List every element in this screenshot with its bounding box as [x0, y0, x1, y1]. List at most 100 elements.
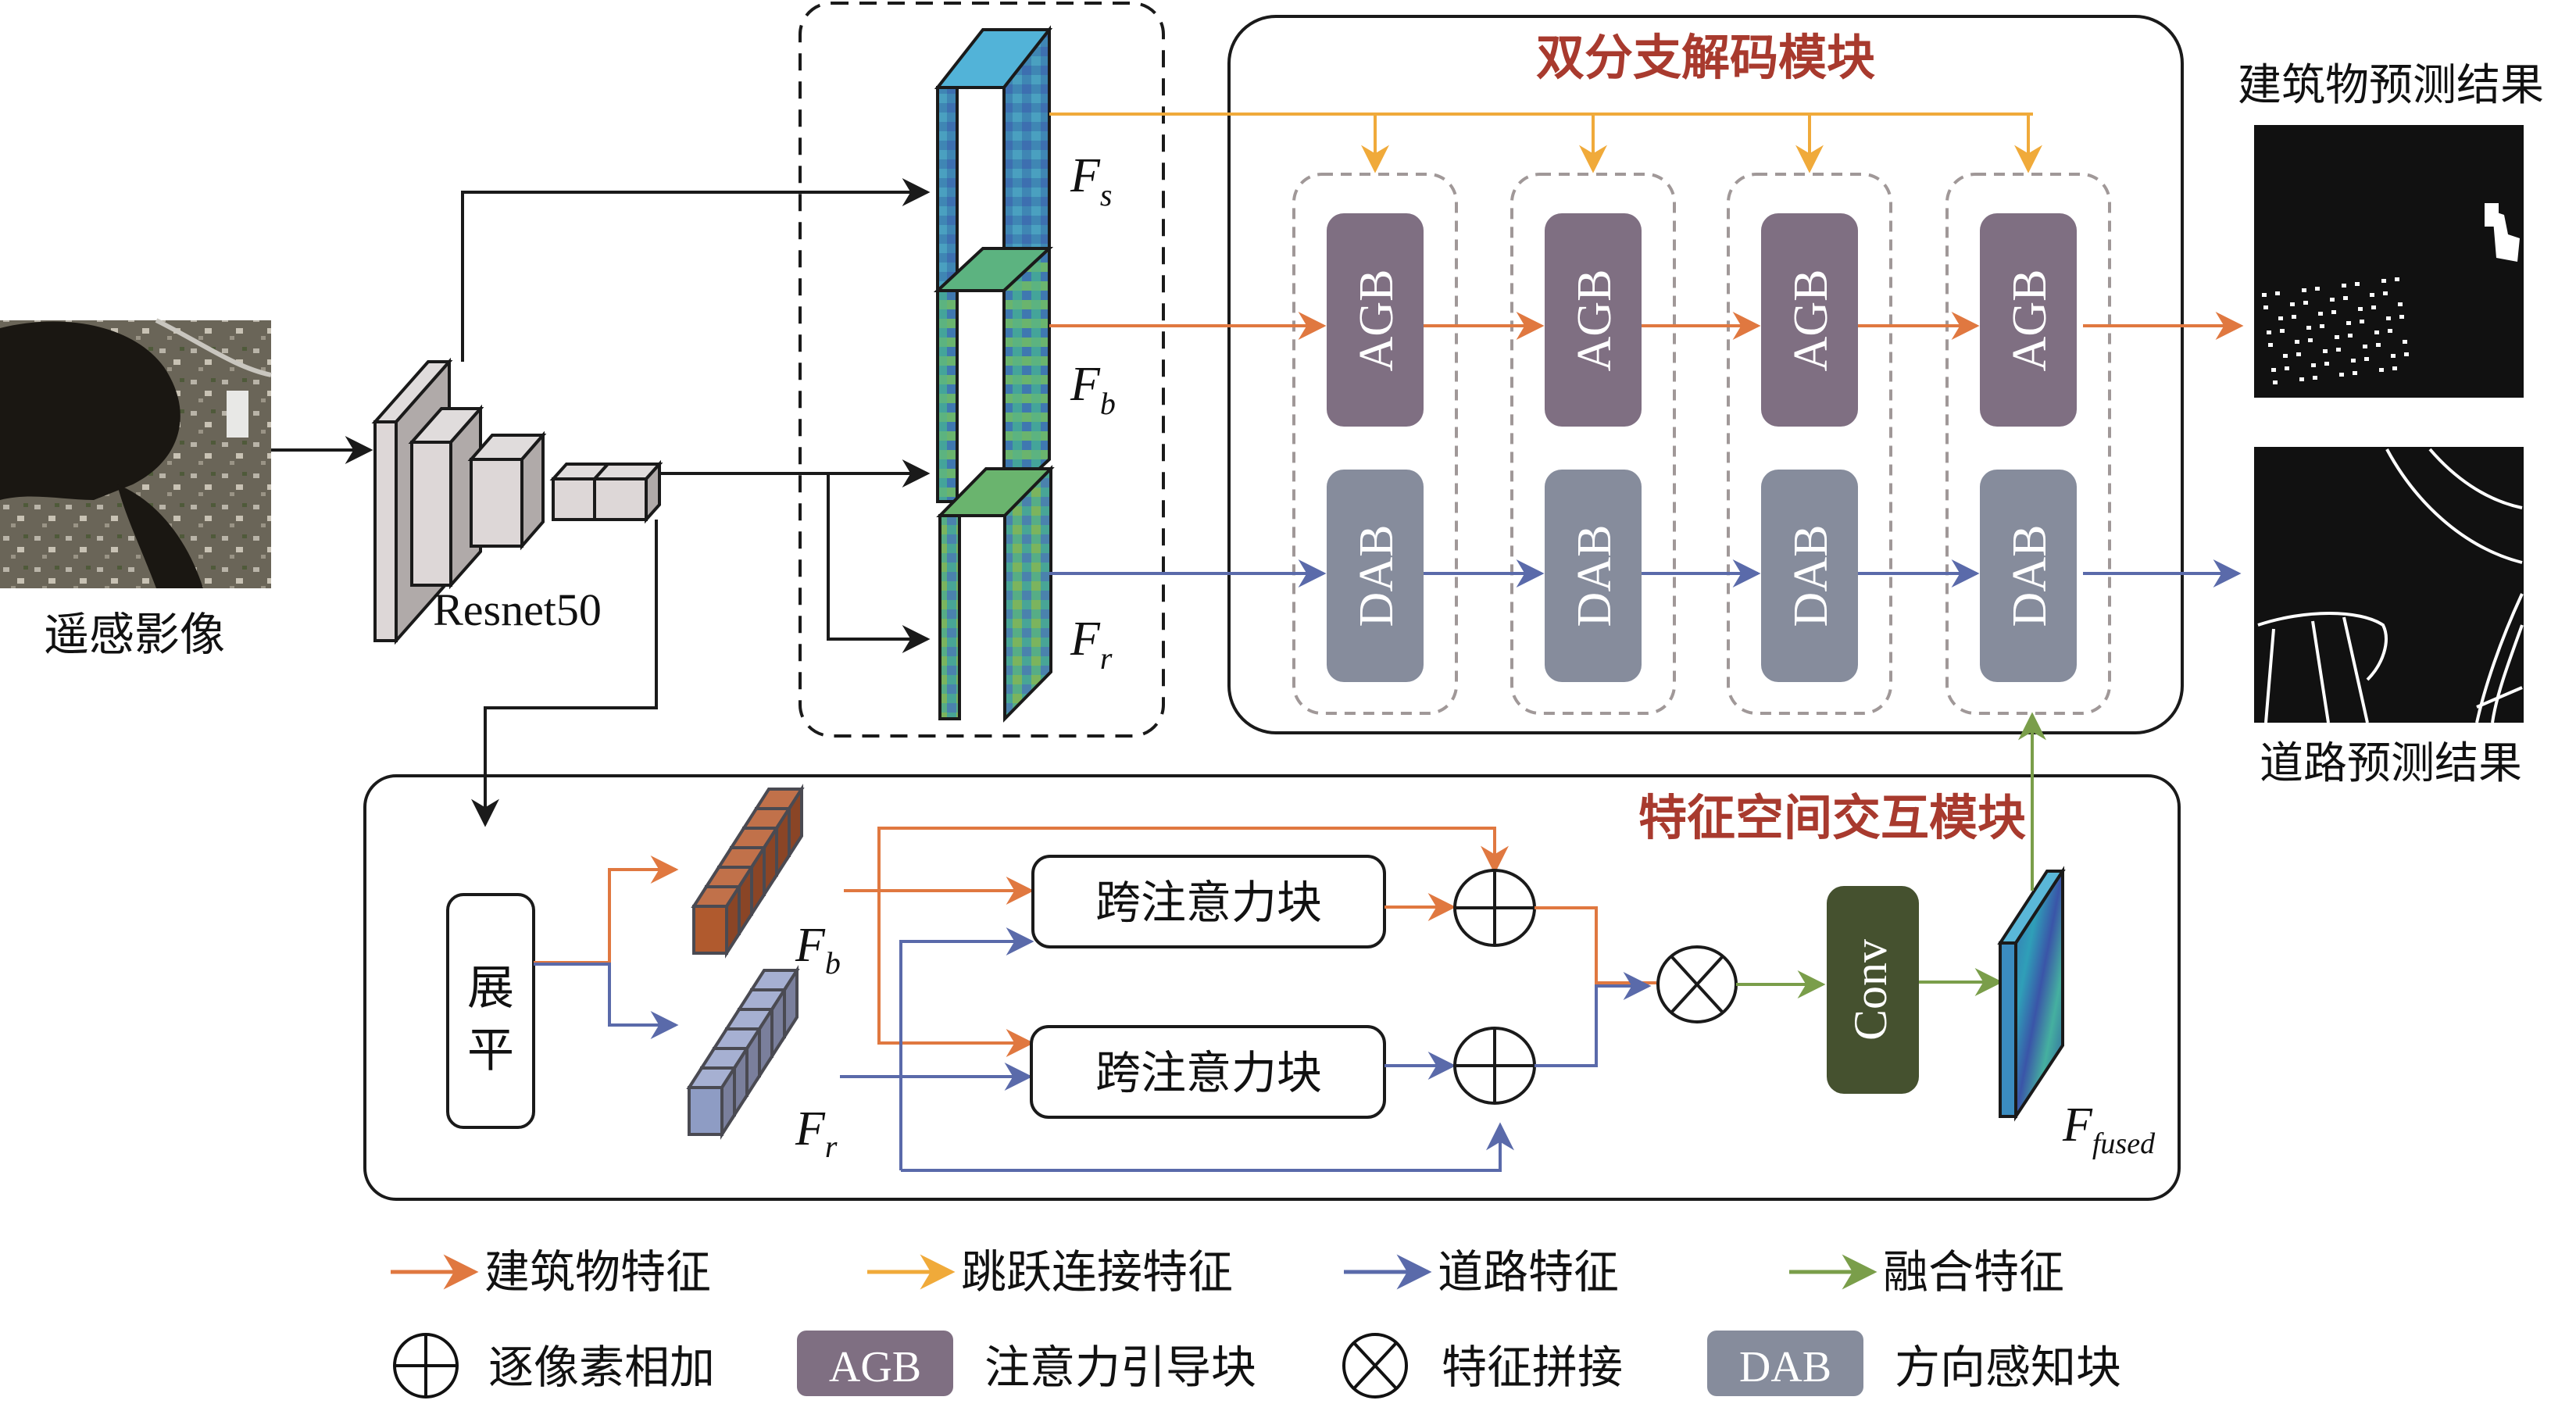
legend-label: 特征拼接 [1442, 1341, 1623, 1394]
dual-branch-decoder-module [1227, 15, 2184, 734]
building-dot [2364, 357, 2369, 361]
interaction-title: 特征空间交互模块 [1638, 789, 2026, 846]
building-dot [2342, 284, 2346, 288]
decoder-stage-frame [1727, 173, 1892, 715]
agb-block [1980, 213, 2077, 427]
dab-badge-label: DAB [1739, 1343, 1831, 1391]
building-dot [2280, 329, 2285, 333]
input-label: 遥感影像 [44, 608, 225, 661]
building-dot [2371, 305, 2376, 309]
fb-token-sequence [691, 784, 805, 959]
token-front [692, 905, 728, 955]
fb-to-ca2-arrow [877, 891, 1034, 1057]
building-dot [2383, 291, 2388, 295]
building-dot [2346, 321, 2351, 325]
add1-to-concat-line [1535, 906, 1656, 984]
building-dot [2398, 302, 2403, 306]
building-dot [2308, 338, 2313, 342]
fr-label: Fr [1070, 613, 1113, 676]
legend-label: 逐像素相加 [488, 1341, 715, 1394]
fused-label: Ffused [2062, 1098, 2156, 1160]
building-dot [2324, 362, 2329, 366]
circle-times-icon-b [1353, 1342, 1397, 1389]
building-dot [2370, 293, 2374, 297]
building-dot [2331, 310, 2336, 314]
building-dot [2292, 315, 2296, 319]
legend-item: 建筑物特征 [391, 1245, 711, 1298]
building-dot [2339, 373, 2344, 377]
agb-block [1327, 213, 1424, 427]
legend-label: 融合特征 [1883, 1245, 2064, 1298]
agb-label: AGB [1568, 270, 1621, 372]
feature-map-fb [933, 245, 1054, 505]
building-dot [2353, 371, 2357, 375]
agb-block [1545, 213, 1642, 427]
road-prediction-image [2254, 447, 2524, 723]
dab-block [1545, 470, 1642, 682]
dab-label: DAB [2003, 525, 2056, 627]
building-dot [2358, 307, 2363, 311]
building-dot [2271, 368, 2276, 372]
building-dot [2330, 298, 2335, 302]
legend-label: 方向感知块 [1895, 1341, 2121, 1394]
cross-attention-label-2: 跨注意力块 [1095, 1046, 1322, 1099]
building-dot [2285, 366, 2289, 370]
pixel-add-1 [1453, 869, 1536, 947]
building-dot [2403, 340, 2407, 344]
building-dot [2273, 380, 2278, 384]
building-dot [2351, 359, 2356, 363]
fr-token-sequence [686, 965, 800, 1140]
agb-label: AGB [1350, 270, 1403, 372]
building-dot [2404, 352, 2409, 356]
decoder-stage-frame [1292, 173, 1458, 715]
legend-item: DAB 方向感知块 [1707, 1331, 2121, 1396]
decoder-title: 双分支解码模块 [1536, 29, 1875, 86]
building-dot [2343, 296, 2348, 300]
legend-label: 道路特征 [1438, 1245, 1619, 1298]
building-dot [2267, 330, 2271, 334]
fr-token-label: Fr [795, 1102, 838, 1164]
dab-badge [1707, 1331, 1863, 1396]
dab-label: DAB [1785, 525, 1838, 627]
feature-map-fr [936, 465, 1055, 723]
building-dot [2318, 312, 2323, 316]
building-dot [2262, 293, 2267, 297]
dab-block [1980, 470, 2077, 682]
agb-badge [797, 1331, 953, 1396]
agb-badge-label: AGB [829, 1343, 921, 1391]
legend-item: 逐像素相加 [393, 1333, 715, 1398]
building-dot [2360, 320, 2364, 323]
building-dot [2355, 282, 2360, 286]
feature-concat [1656, 945, 1738, 1023]
building-dot [2374, 330, 2379, 334]
resnet-to-fr-connector [827, 473, 931, 653]
legend-item: 特征拼接 [1342, 1333, 1623, 1398]
building-dot [2348, 334, 2353, 338]
fb-residual-line [877, 827, 1509, 891]
building-dot [2290, 302, 2295, 306]
decoder-stage-frame [1510, 173, 1676, 715]
cross-attention-block-2 [1030, 1025, 1386, 1119]
dab-block [1761, 470, 1858, 682]
token-front [688, 1086, 723, 1136]
dab-block [1327, 470, 1424, 682]
legend-item: 道路特征 [1344, 1245, 1619, 1298]
feature-interaction-module [363, 774, 2181, 1201]
fused-feature-map [1997, 866, 2066, 1122]
resnet-to-fs-connector [461, 178, 931, 362]
building-prediction-label: 建筑物预测结果 [2238, 60, 2544, 111]
building-dot [2313, 376, 2317, 380]
building-dot [2395, 277, 2399, 281]
cross-attention-label-1: 跨注意力块 [1095, 876, 1322, 929]
add2-to-concat-line [1535, 972, 1652, 1067]
building-dot [2299, 377, 2304, 381]
building-dot [2335, 335, 2339, 339]
building-dot [2283, 354, 2288, 358]
flatten-to-fb-arrow [534, 856, 679, 964]
building-dot [2379, 368, 2384, 372]
building-dot [2323, 349, 2328, 353]
building-dot [2303, 301, 2308, 305]
